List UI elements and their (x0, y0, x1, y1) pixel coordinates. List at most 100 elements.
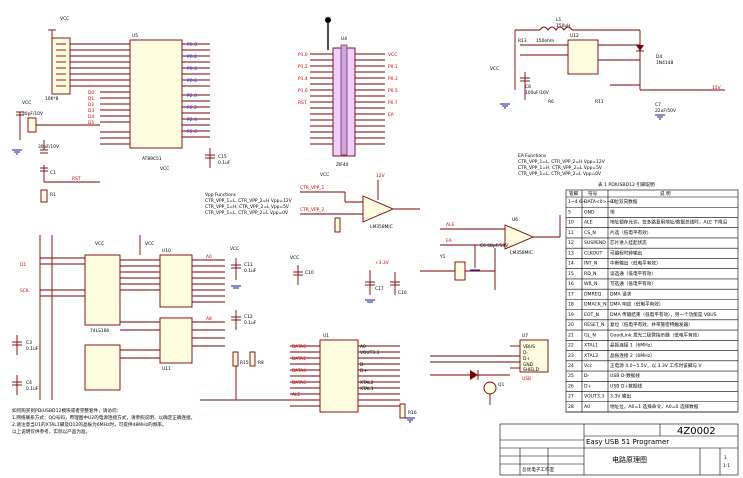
svg-text:30pF/10V: 30pF/10V (38, 144, 59, 150)
table-caption: 表 1 PDIUSBD12 引脚说明 (598, 181, 655, 188)
table-cell-pin: 15 (568, 271, 574, 277)
svg-text:D-: D- (360, 362, 365, 368)
svg-text:CTR_VPP_1=H, CTR_VPP_2=L Vpp=: CTR_VPP_1=H, CTR_VPP_2=L Vpp=5V (518, 165, 602, 171)
u13-chip: U11 (159, 317, 193, 372)
table-cell-pin: 22 (568, 343, 574, 349)
svg-text:D1: D1 (88, 96, 94, 102)
svg-text:以上说明仅供参考，实际以产品为准。: 以上说明仅供参考，实际以产品为准。 (12, 428, 90, 435)
svg-text:0.1uF: 0.1uF (244, 268, 257, 274)
svg-text:D+: D+ (360, 368, 367, 374)
u5-crystal (16, 111, 100, 154)
table-cell-pin: 19 (568, 312, 574, 318)
svg-text:XTAL2: XTAL2 (360, 380, 374, 386)
svg-text:P0.2: P0.2 (187, 54, 197, 60)
usb-led: Q1 (430, 370, 510, 405)
svg-text:R8: R8 (258, 360, 264, 366)
bottom-resistors (200, 351, 406, 419)
table-cell-desc: DMA 传输结束（低电平有效），另一个功能是 VBUS (610, 311, 717, 318)
logic-wires (39, 235, 225, 400)
svg-text:EA: EA (446, 238, 452, 244)
svg-text:P2.0: P2.0 (187, 93, 197, 99)
notes-block: 如何购买到PDIUSBD12模块或者完整套件，请访问： 1.网络联系方式：QQ号… (12, 407, 195, 435)
svg-text:GND: GND (523, 362, 534, 368)
svg-text:1: 1 (724, 455, 727, 461)
svg-text:C7: C7 (655, 102, 661, 108)
reset-circuit (40, 165, 100, 203)
col-pin: 管脚 (569, 190, 579, 197)
table-cell-desc: GoodLink 发光二极管指示器（低电平有效） (610, 331, 702, 338)
svg-text:A8: A8 (206, 316, 212, 322)
company-name: 吾优电子工作室 (522, 466, 555, 473)
v15-net: 15V (712, 85, 721, 91)
table-cell-desc: 片选（低电平有效） (610, 229, 651, 236)
svg-text:C10: C10 (305, 270, 314, 276)
svg-text:C6 68pF/10V: C6 68pF/10V (480, 243, 508, 249)
col-sym: 符号 (588, 190, 598, 197)
table-cell-pin: 13 (568, 250, 574, 256)
ale-opamp: LM358MIC U6 ALE EA (440, 215, 561, 268)
table-cell-pin: 11 (568, 230, 574, 236)
svg-text:R6: R6 (548, 99, 554, 105)
table-cell-desc: 读选通（低电平有效） (610, 270, 656, 277)
ctr-vpp-2-net: CTR_VPP_2 (300, 207, 324, 213)
d1-net: D1 (20, 262, 26, 268)
svg-text:P1.6: P1.6 (298, 88, 308, 94)
c3-c4 (12, 335, 22, 395)
svg-text:LM358MIC: LM358MIC (370, 224, 393, 230)
table-cell-pin: 16 (568, 281, 574, 287)
sck-net: SCK (20, 288, 29, 294)
table-cell-sym: D- (584, 373, 590, 379)
table-cell-desc: 晶振连接 2（6MHz） (610, 352, 655, 359)
svg-text:VCC: VCC (388, 52, 397, 58)
svg-text:10K*8: 10K*8 (45, 96, 59, 102)
table-cell-desc: 正电源 4.0~5.5V，以 3.3V 工作时该脚与 V (610, 362, 702, 369)
svg-text:VCC: VCC (22, 100, 31, 106)
svg-text:A0: A0 (206, 254, 212, 260)
svg-text:P1.2: P1.2 (298, 64, 308, 70)
svg-text:LM358MIC: LM358MIC (510, 250, 533, 256)
title-block: 4Z0002 Easy USB 51 Programer 电路原理图 1 1:1… (499, 423, 739, 476)
v12-net: 12V (376, 173, 385, 179)
table-cell-desc: 中断输出（低电平有效） (610, 260, 661, 267)
svg-text:XTAL1: XTAL1 (360, 386, 374, 392)
svg-text:VOUT3.3: VOUT3.3 (360, 350, 379, 356)
svg-text:C1: C1 (50, 170, 56, 176)
table-cell-pin: 1~4 6~ (568, 199, 586, 205)
svg-text:VCC: VCC (60, 16, 69, 22)
svg-text:22uF/50V: 22uF/50V (655, 108, 676, 114)
table-cell-pin: 20 (568, 322, 574, 328)
svg-text:100uF/16V: 100uF/16V (525, 90, 549, 96)
svg-text:0.1uF: 0.1uF (26, 386, 39, 392)
svg-text:Vpp Functions: Vpp Functions (205, 192, 237, 198)
table-cell-pin: 26 (568, 383, 574, 389)
svg-text:P2.2: P2.2 (187, 105, 197, 111)
svg-text:C15: C15 (218, 154, 227, 160)
svg-text:P2.4: P2.4 (187, 117, 197, 123)
table-cell-sym: DMREQ (584, 291, 602, 297)
svg-text:P0.5: P0.5 (388, 88, 398, 94)
u4-label: U4 (341, 36, 347, 42)
table-cell-desc: 可编程时钟输出 (610, 249, 643, 256)
svg-text:P0.4: P0.4 (187, 66, 197, 72)
q1-label: Q1 (498, 382, 504, 388)
svg-text:P2.6: P2.6 (187, 129, 197, 135)
svg-text:30pF/10V: 30pF/10V (22, 111, 43, 117)
d4-label: D4 (656, 54, 662, 60)
table-cell-sym: INT_N (584, 261, 597, 267)
table-cell-desc: 3.3V 输出 (610, 393, 632, 400)
u11-label: U11 (162, 366, 171, 372)
svg-text:CTR_VPP_1=H, CTR_VPP_2=L Vpp=5: CTR_VPP_1=H, CTR_VPP_2=L Vpp=5V (205, 204, 289, 210)
table-cell-pin: 27 (568, 394, 574, 400)
table-cell-desc: USB D-数据线 (610, 372, 640, 379)
svg-text:C17: C17 (375, 286, 384, 292)
table-cell-pin: 21 (568, 332, 574, 338)
svg-text:P0.0: P0.0 (187, 42, 197, 48)
svg-text:CTR_VPP_1=L, CTR_VPP_2=H Vpp=: CTR_VPP_1=L, CTR_VPP_2=H Vpp=12V (518, 159, 605, 165)
table-cell-desc: 晶振连接 1（6MHz） (610, 342, 655, 349)
ale-net: ALE (446, 222, 454, 228)
v33-net: +3.3V (375, 260, 389, 266)
table-cell-pin: 18 (568, 302, 574, 308)
